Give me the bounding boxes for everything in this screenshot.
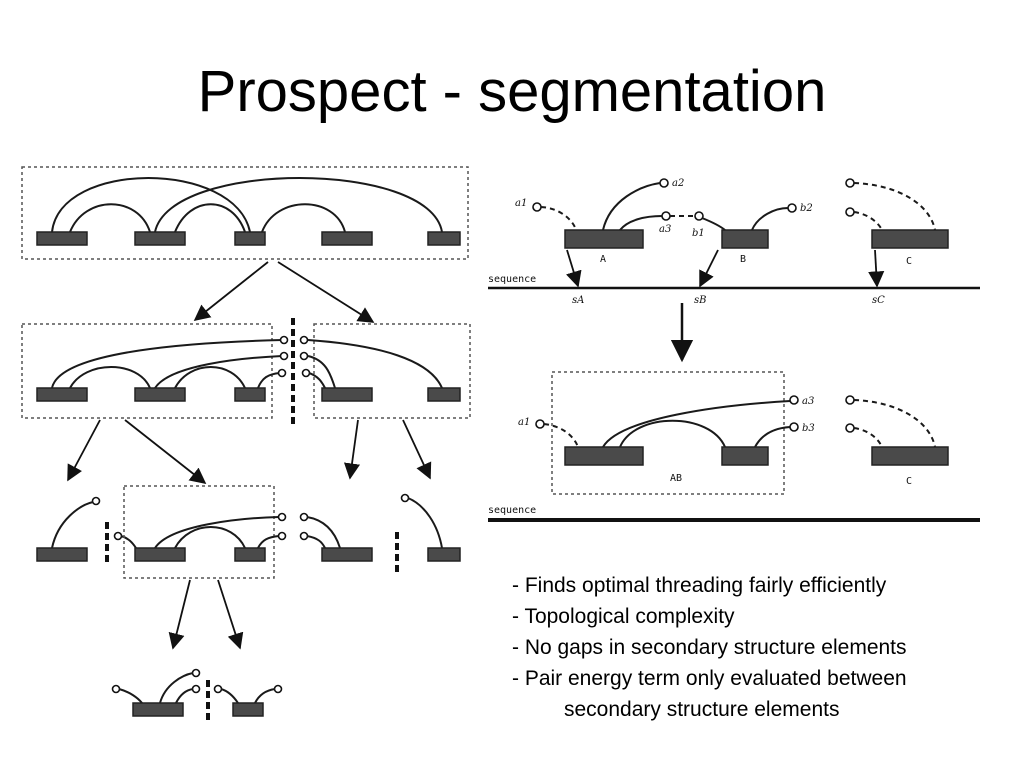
- segment-b: [721, 446, 769, 466]
- bullet-item: - Finds optimal threading fairly efficie…: [512, 574, 887, 597]
- segment: [234, 547, 266, 562]
- slide-title: Prospect - segmentation: [197, 59, 827, 124]
- level2-right-box: [313, 323, 471, 419]
- end-label: b1: [692, 228, 705, 239]
- end-label: a3: [659, 224, 671, 235]
- position-label: sB: [694, 295, 706, 306]
- end-label: a1: [515, 198, 527, 209]
- end-label: a3: [802, 396, 814, 407]
- bullet-item: - Topological complexity: [512, 605, 735, 628]
- segment: [134, 387, 186, 402]
- segment-label: A: [600, 254, 606, 265]
- segment-b: [721, 229, 769, 249]
- sequence-label: sequence: [488, 505, 536, 516]
- segment: [321, 547, 373, 562]
- bullet-item: - Pair energy term only evaluated betwee…: [512, 667, 907, 690]
- segment-a: [564, 229, 644, 249]
- segment: [321, 387, 373, 402]
- position-label: sA: [572, 295, 584, 306]
- end-label: a2: [672, 178, 684, 189]
- segment: [234, 387, 266, 402]
- segment: [427, 387, 461, 402]
- bullet-item: - No gaps in secondary structure element…: [512, 636, 907, 659]
- segment: [132, 702, 184, 717]
- segment-label: B: [740, 254, 746, 265]
- level2-left-box: [21, 323, 273, 419]
- position-label: sC: [872, 295, 885, 306]
- end-label: b2: [800, 203, 813, 214]
- segment: [134, 231, 186, 246]
- level3-box: [123, 485, 275, 579]
- segment-label: C: [906, 256, 912, 267]
- segment: [427, 547, 461, 562]
- segment-c: [871, 446, 949, 466]
- segment-c: [871, 229, 949, 249]
- sequence-label: sequence: [488, 274, 536, 285]
- end-label: a1: [518, 417, 530, 428]
- bullet-continuation: secondary structure elements: [564, 698, 840, 721]
- segment: [321, 231, 373, 246]
- segment-a: [564, 446, 644, 466]
- right-top-diagram: a1 a2 a3 b1 b2 A B C sequence sA sB sC: [488, 178, 980, 363]
- segment-label: C: [906, 476, 912, 487]
- left-tree: [21, 166, 471, 722]
- segment: [36, 231, 88, 246]
- segment: [234, 231, 266, 246]
- end-label: b3: [802, 423, 815, 434]
- segment: [134, 547, 186, 562]
- right-bottom-diagram: a1 a3 b3 AB C sequence: [488, 371, 980, 522]
- segment: [427, 231, 461, 246]
- segment: [36, 547, 88, 562]
- merged-box: [551, 371, 785, 495]
- bullet-list: - Finds optimal threading fairly efficie…: [512, 570, 907, 725]
- segment: [232, 702, 264, 717]
- level1-box: [21, 166, 469, 260]
- segment: [36, 387, 88, 402]
- segment-label: AB: [670, 473, 682, 484]
